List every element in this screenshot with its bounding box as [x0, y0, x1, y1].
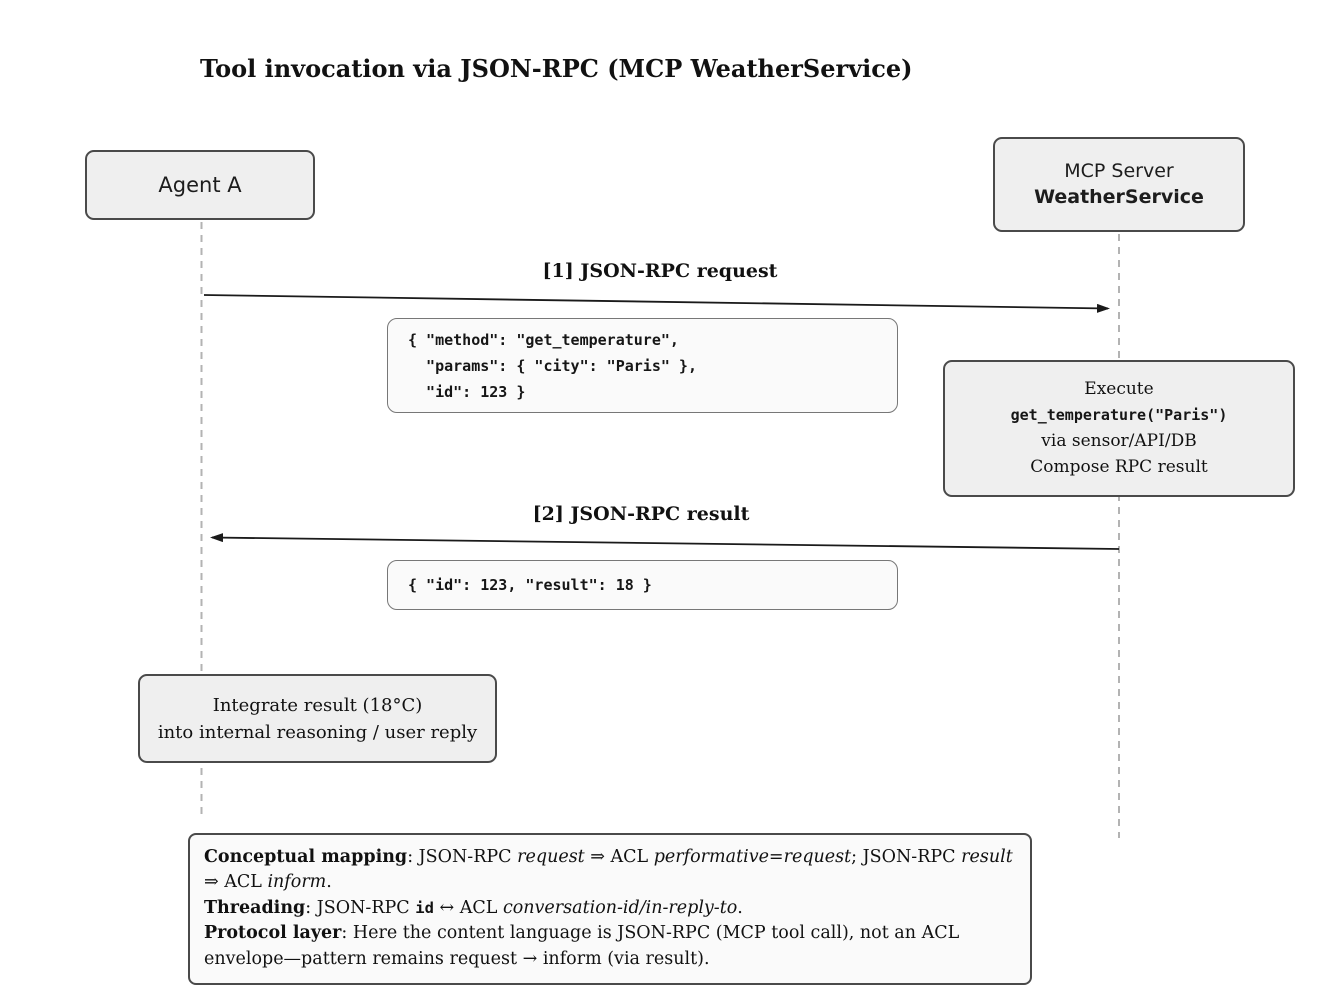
- execute-call-line: get_temperature("Paris"): [1010, 405, 1228, 424]
- integrate-line: Integrate result (18°C): [212, 694, 423, 716]
- diagram-title: Tool invocation via JSON-RPC (MCP Weathe…: [200, 54, 913, 83]
- result-arrow: [210, 533, 1120, 550]
- actor-label-mcp-server-line2: WeatherService: [1034, 185, 1204, 208]
- note-paragraph-protocol-layer: Protocol layer: Here the content languag…: [204, 923, 960, 969]
- note-term: Threading: [204, 897, 306, 918]
- execute-line: Compose RPC result: [1030, 457, 1208, 478]
- execute-line: Execute: [1084, 379, 1154, 400]
- actor-label-agent-a: Agent A: [158, 173, 242, 197]
- integrate-activity-box: Integrate result (18°C) into internal re…: [138, 674, 497, 763]
- result-message-label: [2] JSON-RPC result: [532, 503, 750, 525]
- note-box: Conceptual mapping: JSON-RPC request ⇒ A…: [188, 833, 1032, 985]
- request-arrow: [203, 294, 1110, 313]
- request-message-label: [1] JSON-RPC request: [542, 260, 778, 282]
- result-payload-box: { "id": 123, "result": 18 }: [387, 560, 898, 610]
- integrate-line: into internal reasoning / user reply: [157, 721, 478, 743]
- request-payload-box: { "method": "get_temperature", "params":…: [387, 318, 898, 413]
- request-payload-line: "params": { "city": "Paris" },: [408, 356, 697, 375]
- actor-box-agent-a: Agent A: [85, 150, 315, 220]
- note-paragraph-conceptual-mapping: Conceptual mapping: JSON-RPC request ⇒ A…: [204, 847, 1013, 893]
- note-term: Conceptual mapping: [204, 847, 408, 867]
- execute-activity-box: Execute get_temperature("Paris") via sen…: [943, 360, 1295, 497]
- note-paragraph-threading: Threading: JSON-RPC id ↔ ACL conversatio…: [204, 897, 743, 918]
- execute-line: via sensor/API/DB: [1041, 431, 1197, 452]
- request-payload-line: { "method": "get_temperature",: [408, 330, 679, 349]
- result-payload-line: { "id": 123, "result": 18 }: [408, 576, 652, 594]
- actor-label-mcp-server-line1: MCP Server: [1064, 159, 1174, 182]
- actor-box-mcp-server: MCP Server WeatherService: [993, 137, 1245, 232]
- request-payload-line: "id": 123 }: [408, 382, 526, 401]
- note-term: Protocol layer: [204, 923, 342, 944]
